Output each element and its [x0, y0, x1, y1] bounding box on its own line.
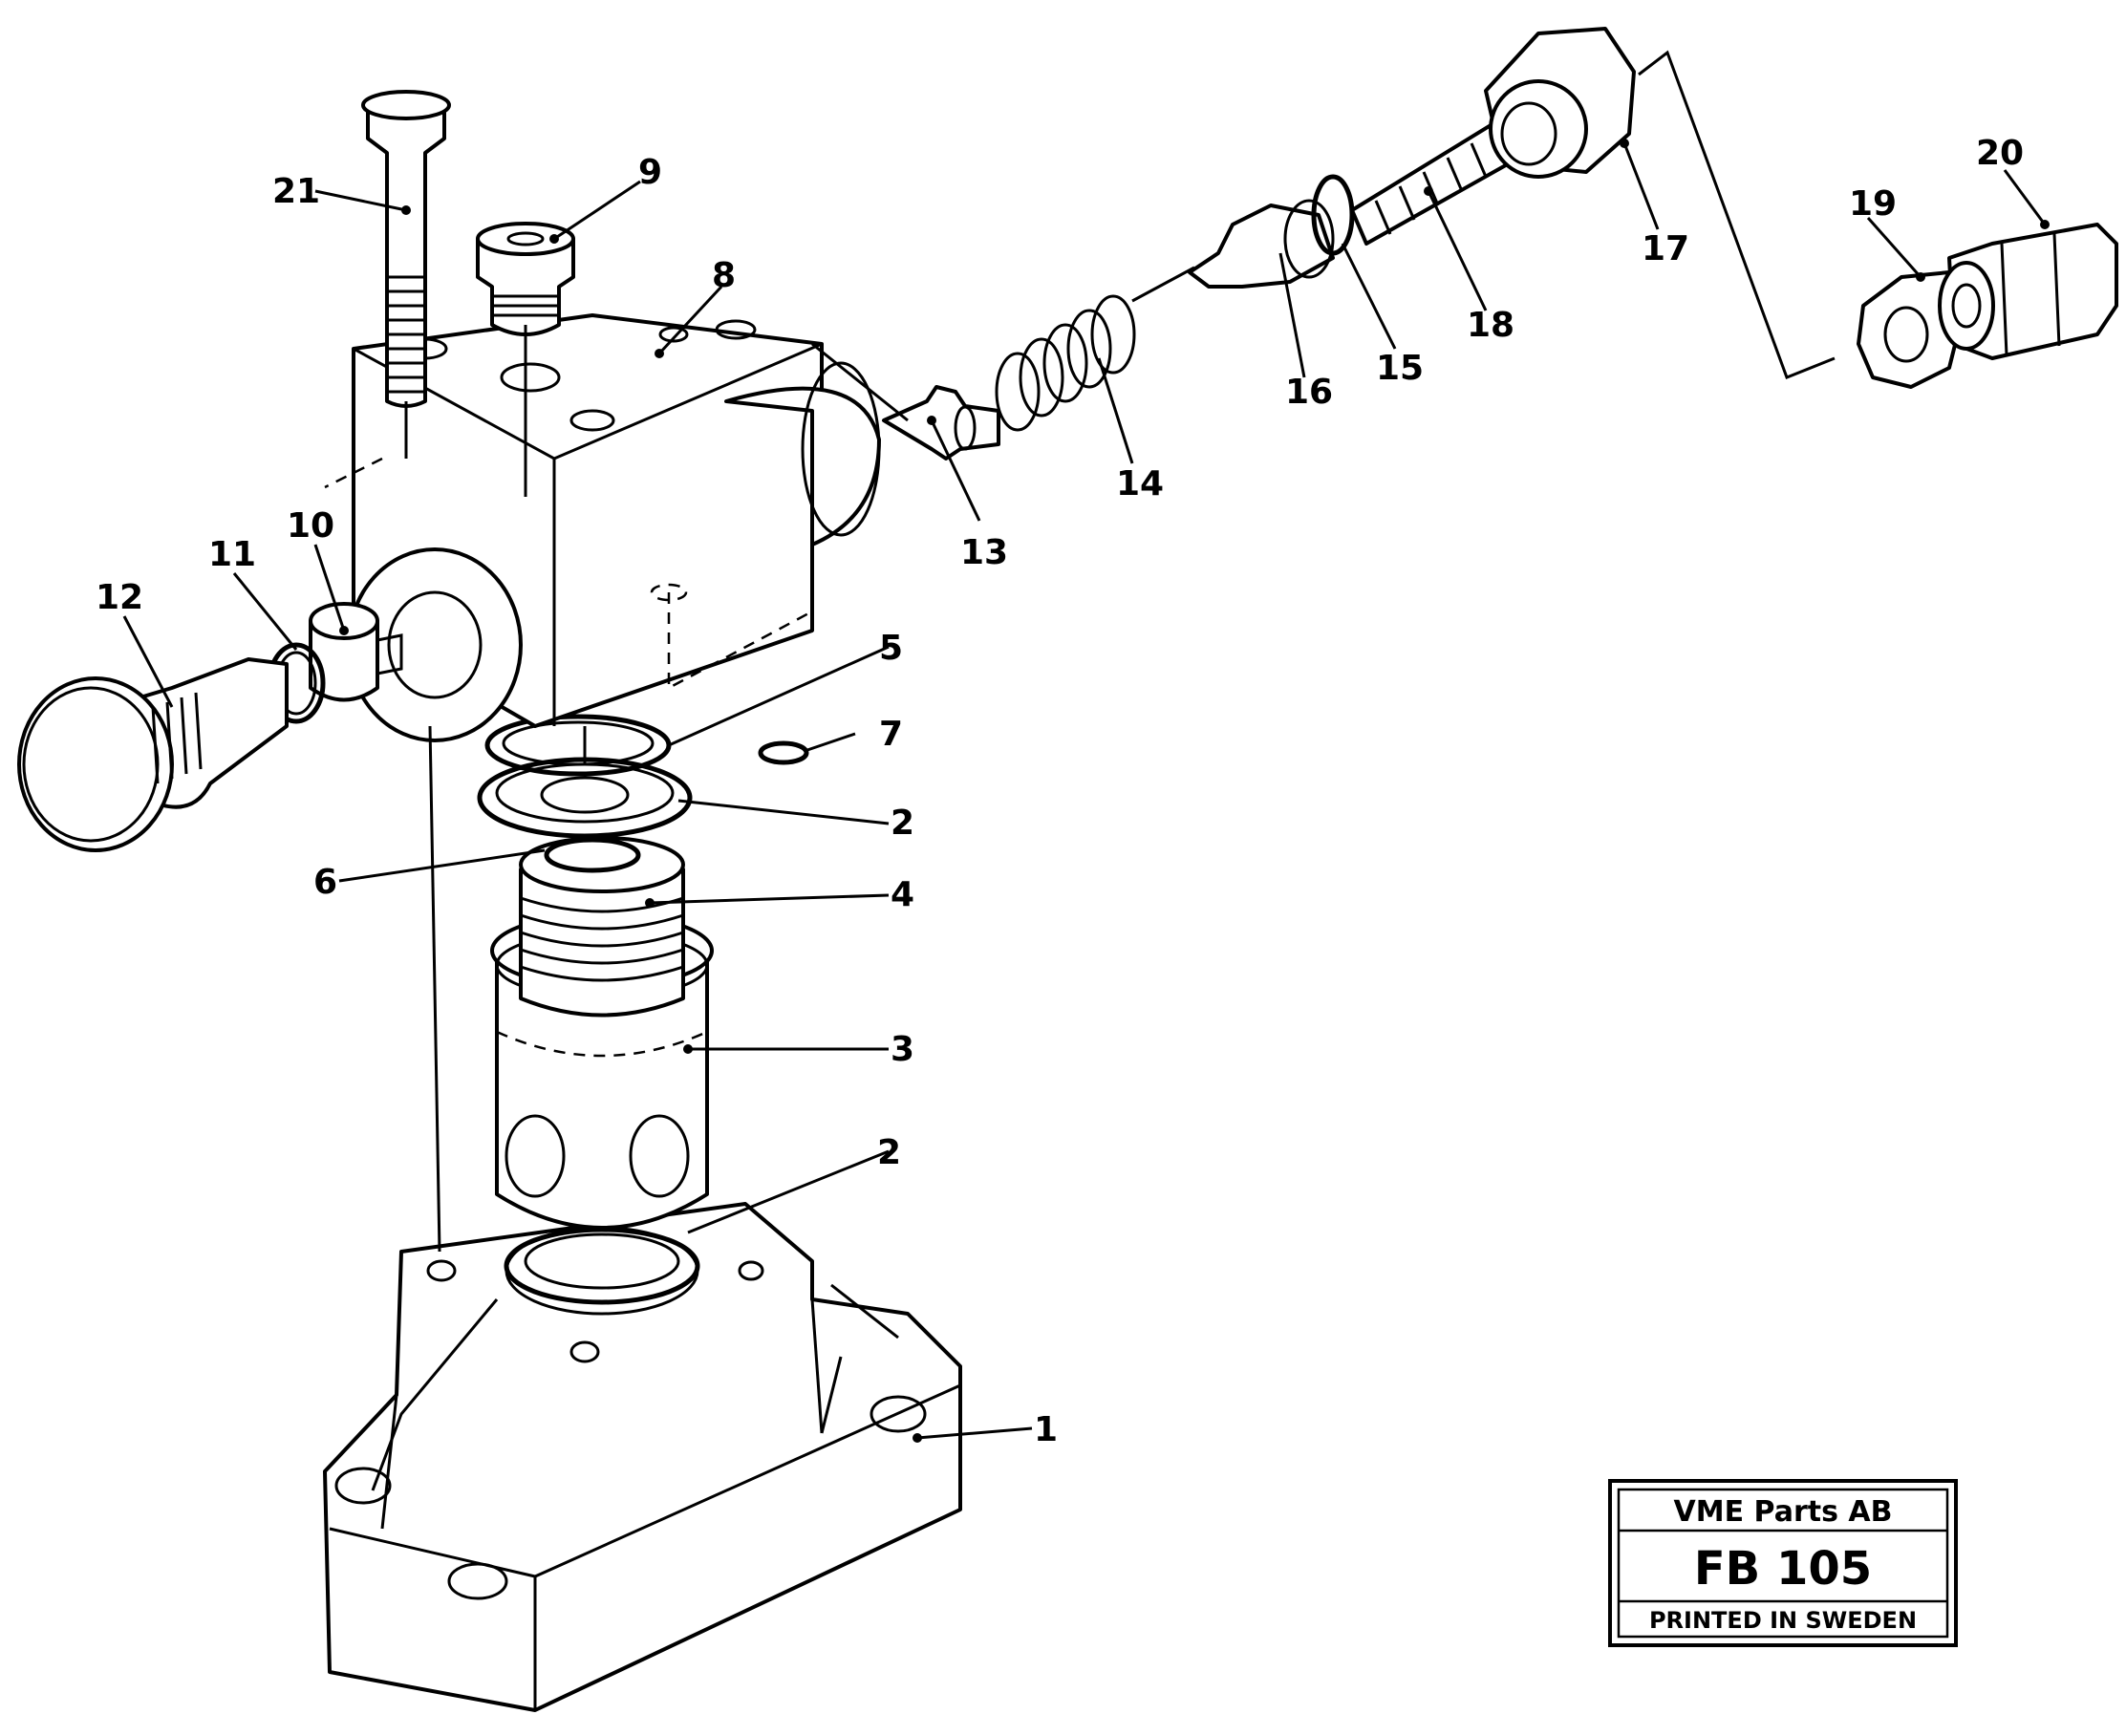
callout-14: 14 [1116, 464, 1164, 504]
callout-6: 6 [313, 863, 337, 902]
callout-7: 7 [879, 715, 903, 754]
callout-4: 4 [891, 875, 914, 914]
callout-17: 17 [1642, 229, 1689, 268]
part-7-o-ring [758, 740, 809, 765]
part-1-base-body [323, 1202, 962, 1712]
title-block-footer: PRINTED IN SWEDEN [1649, 1607, 1917, 1634]
part-2-seal-ring-upper [477, 757, 693, 839]
callout-19: 19 [1849, 184, 1897, 224]
callout-2-lower: 2 [877, 1133, 901, 1172]
part-4-spool [519, 836, 685, 1018]
part-8-valve-housing [324, 313, 881, 742]
part-12-cap [17, 657, 289, 852]
title-block-code: FB 105 [1694, 1542, 1872, 1596]
callout-21: 21 [272, 172, 320, 211]
callout-labels: 1 2 2 3 4 5 6 7 8 9 10 11 12 13 14 15 16… [96, 134, 2024, 1449]
callout-2-upper: 2 [891, 804, 914, 843]
title-block-company: VME Parts AB [1674, 1495, 1893, 1529]
part-21-bolt [361, 90, 451, 408]
callout-13: 13 [960, 533, 1008, 572]
part-14-spring [995, 294, 1136, 432]
part-20-cap-nut [1938, 223, 2118, 360]
callout-11: 11 [208, 535, 256, 574]
callout-16: 16 [1285, 373, 1333, 412]
callout-5: 5 [879, 629, 903, 668]
callout-20: 20 [1976, 134, 2024, 173]
callout-8: 8 [712, 256, 736, 295]
callout-leaders [122, 139, 2050, 1443]
callout-3: 3 [891, 1030, 914, 1069]
callout-15: 15 [1376, 349, 1424, 388]
callout-12: 12 [96, 578, 143, 617]
part-10-piston [309, 602, 403, 702]
part-5-seal-ring [484, 714, 672, 777]
assembly-axis-lines [404, 50, 1836, 1253]
part-9-plug [476, 222, 575, 336]
part-16-plunger [1188, 199, 1335, 289]
callout-10: 10 [287, 506, 334, 546]
part-6-ring [544, 837, 641, 873]
part-13-cone [882, 385, 1000, 461]
callout-1: 1 [1034, 1410, 1058, 1449]
callout-9: 9 [638, 153, 662, 192]
title-block: VME Parts AB FB 105 PRINTED IN SWEDEN [1608, 1479, 1958, 1647]
part-17-lock-nut [1484, 27, 1636, 179]
callout-18: 18 [1467, 306, 1514, 345]
